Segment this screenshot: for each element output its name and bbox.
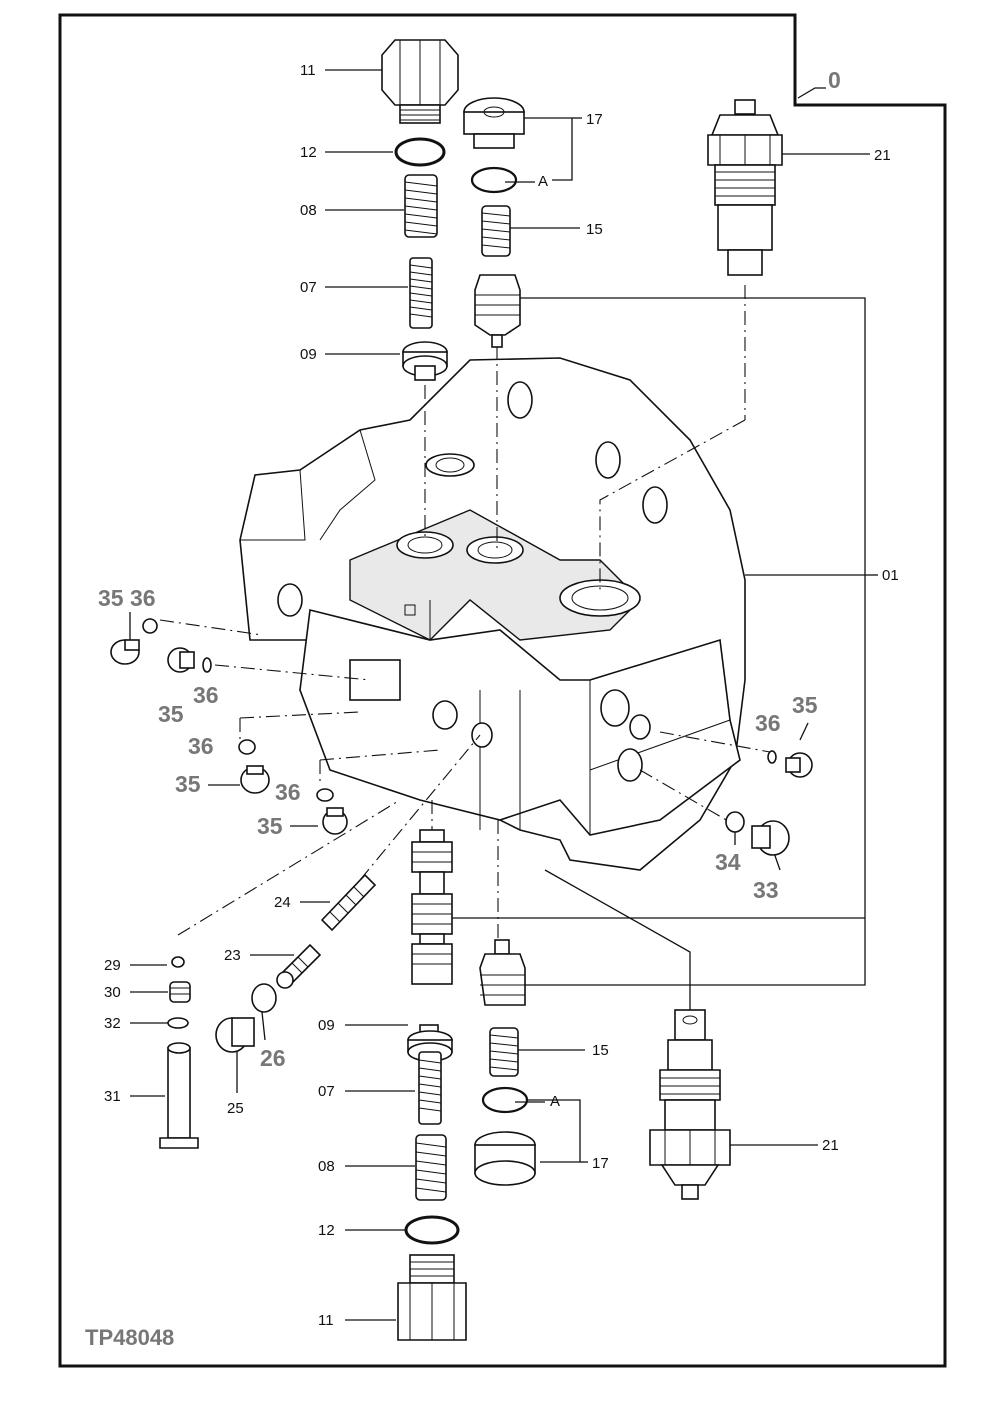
callout-15-top: 15 xyxy=(586,221,603,238)
callout-11-top: 11 xyxy=(300,62,316,79)
callout-29: 29 xyxy=(104,957,121,974)
seat-09-top xyxy=(402,341,448,381)
o-ring-36-a xyxy=(142,618,158,634)
callout-21-top: 21 xyxy=(874,147,891,164)
o-ring-32 xyxy=(167,1017,189,1029)
group-label: 0 xyxy=(828,67,841,93)
drawing-code: TP48048 xyxy=(85,1325,174,1350)
callout-12-bottom: 12 xyxy=(318,1222,335,1239)
callout-36-e: 36 xyxy=(755,710,781,736)
callout-21-bottom: 21 xyxy=(822,1137,839,1154)
o-ring-36-b xyxy=(202,657,212,673)
spring-15-bottom xyxy=(489,1027,519,1077)
poppet-top xyxy=(474,274,521,348)
spring-08-top xyxy=(404,174,438,238)
o-ring-26 xyxy=(251,983,277,1013)
callout-17-bottom: 17 xyxy=(592,1155,609,1172)
pin-23 xyxy=(276,943,322,989)
callout-32: 32 xyxy=(104,1015,121,1032)
callout-26: 26 xyxy=(260,1045,286,1071)
callout-08-bottom: 08 xyxy=(318,1158,335,1175)
o-ring-12-bottom xyxy=(404,1215,460,1245)
assembly-centerlines xyxy=(159,285,771,940)
spring-07-top xyxy=(409,257,433,329)
plug-11-bottom xyxy=(397,1254,467,1341)
o-ring-29 xyxy=(171,956,185,968)
o-ring-36-c xyxy=(238,739,256,755)
callout-17-top: 17 xyxy=(586,111,603,128)
callout-34: 34 xyxy=(715,849,741,875)
poppet-bottom xyxy=(479,939,526,1006)
callout-11-bottom: 11 xyxy=(318,1312,334,1329)
callout-35-e: 35 xyxy=(792,692,818,718)
callout-a-top: A xyxy=(538,173,548,190)
group-leader xyxy=(797,87,826,99)
callout-36-b: 36 xyxy=(193,682,219,708)
leader-lines xyxy=(129,69,878,1321)
relief-valve-21-bottom xyxy=(649,1009,731,1200)
callout-23: 23 xyxy=(224,947,241,964)
callout-36-d: 36 xyxy=(275,779,301,805)
spring-07-bottom xyxy=(418,1051,442,1125)
callout-30: 30 xyxy=(104,984,121,1001)
plug-17-top xyxy=(463,97,525,149)
callout-35-a: 35 xyxy=(98,585,124,611)
callout-07-bottom: 07 xyxy=(318,1083,335,1100)
callout-35-c: 35 xyxy=(175,771,201,797)
o-ring-a-top xyxy=(470,166,518,194)
callout-01: 01 xyxy=(882,567,899,584)
o-ring-36-e xyxy=(767,750,777,764)
callout-35-b: 35 xyxy=(158,701,184,727)
callout-36-a: 36 xyxy=(130,585,156,611)
bolt-31 xyxy=(159,1042,199,1149)
plug-17-bottom xyxy=(474,1131,536,1186)
callout-15-bottom: 15 xyxy=(592,1042,609,1059)
relief-valve-21-top xyxy=(707,99,783,276)
valve-body xyxy=(239,357,746,871)
spring-15-top xyxy=(481,205,511,257)
callout-12-top: 12 xyxy=(300,144,317,161)
callout-08-top: 08 xyxy=(300,202,317,219)
o-ring-12-top xyxy=(394,137,446,167)
plug-11-top xyxy=(381,39,459,124)
spool xyxy=(411,829,453,985)
plug-25 xyxy=(215,1017,255,1053)
spring-08-bottom xyxy=(415,1134,447,1201)
callout-25: 25 xyxy=(227,1100,244,1117)
page-frame xyxy=(58,13,947,1368)
plug-35-e xyxy=(785,752,813,778)
callout-24: 24 xyxy=(274,894,291,911)
plug-30 xyxy=(169,981,191,1003)
callout-09-bottom: 09 xyxy=(318,1017,335,1034)
spring-24 xyxy=(320,873,377,932)
o-ring-34 xyxy=(725,811,745,833)
callout-09-top: 09 xyxy=(300,346,317,363)
plug-33 xyxy=(751,820,790,856)
callout-07-top: 07 xyxy=(300,279,317,296)
callout-36-c: 36 xyxy=(188,733,214,759)
plug-35-b xyxy=(167,647,195,673)
plug-35-c xyxy=(240,765,270,794)
callout-35-d: 35 xyxy=(257,813,283,839)
plug-35-a xyxy=(110,639,140,665)
o-ring-a-bottom xyxy=(481,1086,529,1114)
plug-35-d xyxy=(322,807,348,835)
callout-31: 31 xyxy=(104,1088,121,1105)
callout-a-bottom: A xyxy=(550,1093,560,1110)
o-ring-36-d xyxy=(316,788,334,802)
callout-33: 33 xyxy=(753,877,779,903)
